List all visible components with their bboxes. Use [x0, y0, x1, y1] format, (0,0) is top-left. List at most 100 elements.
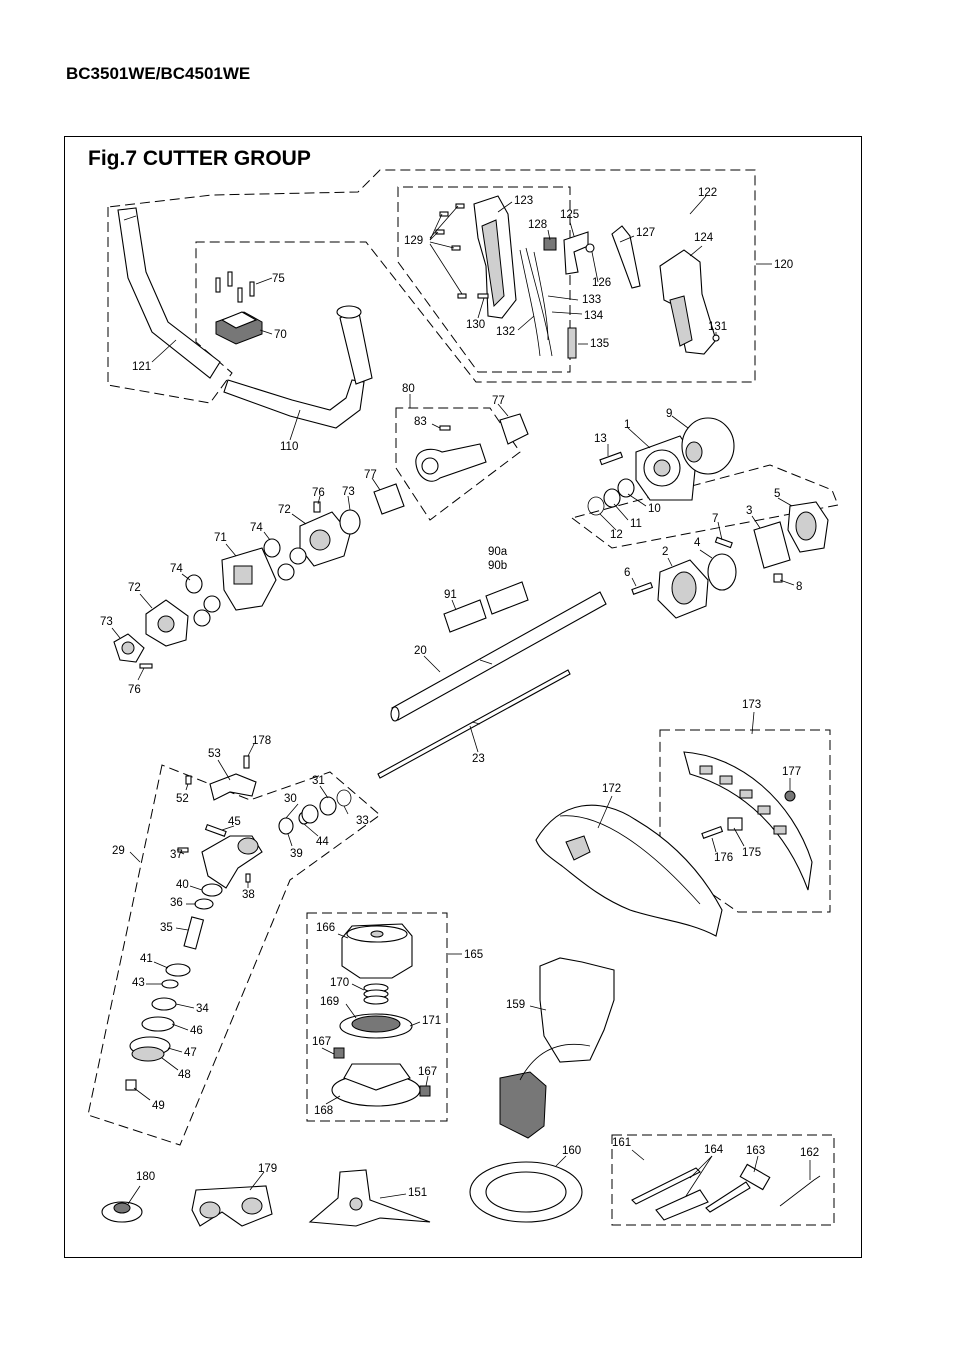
label-40: 40: [176, 879, 189, 891]
label-34: 34: [196, 1003, 209, 1015]
pipe-20: [390, 591, 607, 722]
label-163: 163: [746, 1145, 765, 1157]
label-6: 6: [624, 567, 630, 579]
label-167-a: 167: [312, 1036, 331, 1048]
bolt-45: [204, 823, 227, 837]
part-number-labels: 123 122 128 125 127 124 129 120 75 126 1…: [100, 187, 819, 1199]
label-75: 75: [272, 273, 285, 285]
label-30: 30: [284, 793, 297, 805]
label-123: 123: [514, 195, 533, 207]
label-124: 124: [694, 232, 714, 244]
label-125: 125: [560, 209, 579, 221]
receiver-46: [141, 1016, 175, 1032]
spool-171: [339, 1013, 413, 1039]
throttle-cables-133-134: [519, 247, 553, 357]
leader-lines: [111, 195, 811, 1205]
label-33: 33: [356, 815, 369, 827]
grip-cover-124: [659, 249, 717, 355]
label-166: 166: [316, 922, 335, 934]
shoulder-guard-160: [469, 1161, 583, 1223]
figure-title: Fig.7 CUTTER GROUP: [88, 147, 311, 170]
carburetor-71: [221, 547, 277, 611]
insulator-73-b: [113, 633, 145, 663]
label-90a: 90a: [488, 546, 508, 558]
label-73-b: 73: [100, 616, 113, 628]
eyelet-167-b: [419, 1085, 431, 1097]
label-90b: 90b: [488, 560, 507, 572]
label-31: 31: [312, 775, 325, 787]
label-23: 23: [472, 753, 485, 765]
label-128: 128: [528, 219, 547, 231]
hex-wrench-162: [779, 1175, 821, 1207]
label-37: 37: [170, 849, 183, 861]
clutch-housing-1: [635, 435, 697, 501]
label-45: 45: [228, 816, 241, 828]
shoulder-harness-159: [499, 957, 615, 1139]
cover-plate-180: [101, 1201, 143, 1223]
part-126: [585, 243, 595, 253]
label-41: 41: [140, 953, 153, 965]
label-130: 130: [466, 319, 485, 331]
handle-screws-75: [215, 271, 255, 303]
label-2: 2: [662, 546, 668, 558]
screw-38: [245, 873, 251, 883]
label-7: 7: [712, 513, 718, 525]
label-74-b: 74: [170, 563, 183, 575]
label-132: 132: [496, 326, 515, 338]
label-151: 151: [408, 1187, 427, 1199]
label-3: 3: [746, 505, 752, 517]
gear-case-29: [201, 835, 263, 889]
label-135: 135: [590, 338, 609, 350]
guard-plate-173: [683, 751, 813, 891]
cushion-4: [707, 553, 737, 591]
bolt-13: [599, 451, 624, 466]
intake-plate-72-b: [145, 599, 189, 647]
label-74-a: 74: [250, 522, 263, 534]
loop-handle-pipe-121: [117, 207, 221, 379]
bolt-52: [185, 775, 192, 785]
label-167-b: 167: [418, 1066, 437, 1078]
label-126: 126: [592, 277, 611, 289]
label-5: 5: [774, 488, 780, 500]
label-173: 173: [742, 699, 761, 711]
drive-shaft-23: [377, 669, 571, 779]
nut-49: [125, 1079, 137, 1091]
screw-37: [177, 847, 189, 853]
label-4: 4: [694, 537, 701, 549]
group-outline-grip: [397, 186, 571, 373]
clamp-53: [209, 773, 257, 801]
rear-grip-123: [473, 195, 517, 319]
label-52: 52: [176, 793, 189, 805]
ring-11: [603, 488, 621, 508]
snap-ring-12: [587, 496, 605, 516]
goggles-179: [191, 1185, 273, 1227]
label-43: 43: [132, 977, 145, 989]
label-77-b: 77: [364, 469, 377, 481]
spring-170: [363, 983, 389, 1005]
bolt-8: [773, 573, 783, 583]
head-base-168: [331, 1063, 421, 1107]
figure-frame: [64, 136, 862, 1258]
label-73-a: 73: [342, 486, 355, 498]
label-164: 164: [704, 1144, 724, 1156]
clamp-80: [415, 425, 487, 482]
eyelet-167-a: [333, 1047, 345, 1059]
label-20: 20: [414, 645, 427, 657]
label-76-b: 76: [128, 684, 141, 696]
label-169: 169: [320, 996, 339, 1008]
label-12: 12: [610, 529, 623, 541]
sponge-90: [485, 581, 529, 615]
label-110: 110: [280, 441, 298, 453]
grip-screws-129: [435, 203, 489, 299]
label-160: 160: [562, 1145, 581, 1157]
label-170: 170: [330, 977, 349, 989]
grommet-a: [289, 547, 307, 565]
group-outline-nylon-head: [306, 912, 448, 1122]
collar-77-a: [499, 413, 529, 445]
label-53: 53: [208, 748, 221, 760]
sleeve-3: [753, 521, 791, 569]
label-39: 39: [290, 848, 303, 860]
label-44: 44: [316, 836, 329, 848]
bearing-40: [201, 883, 223, 897]
label-1: 1: [624, 419, 630, 431]
